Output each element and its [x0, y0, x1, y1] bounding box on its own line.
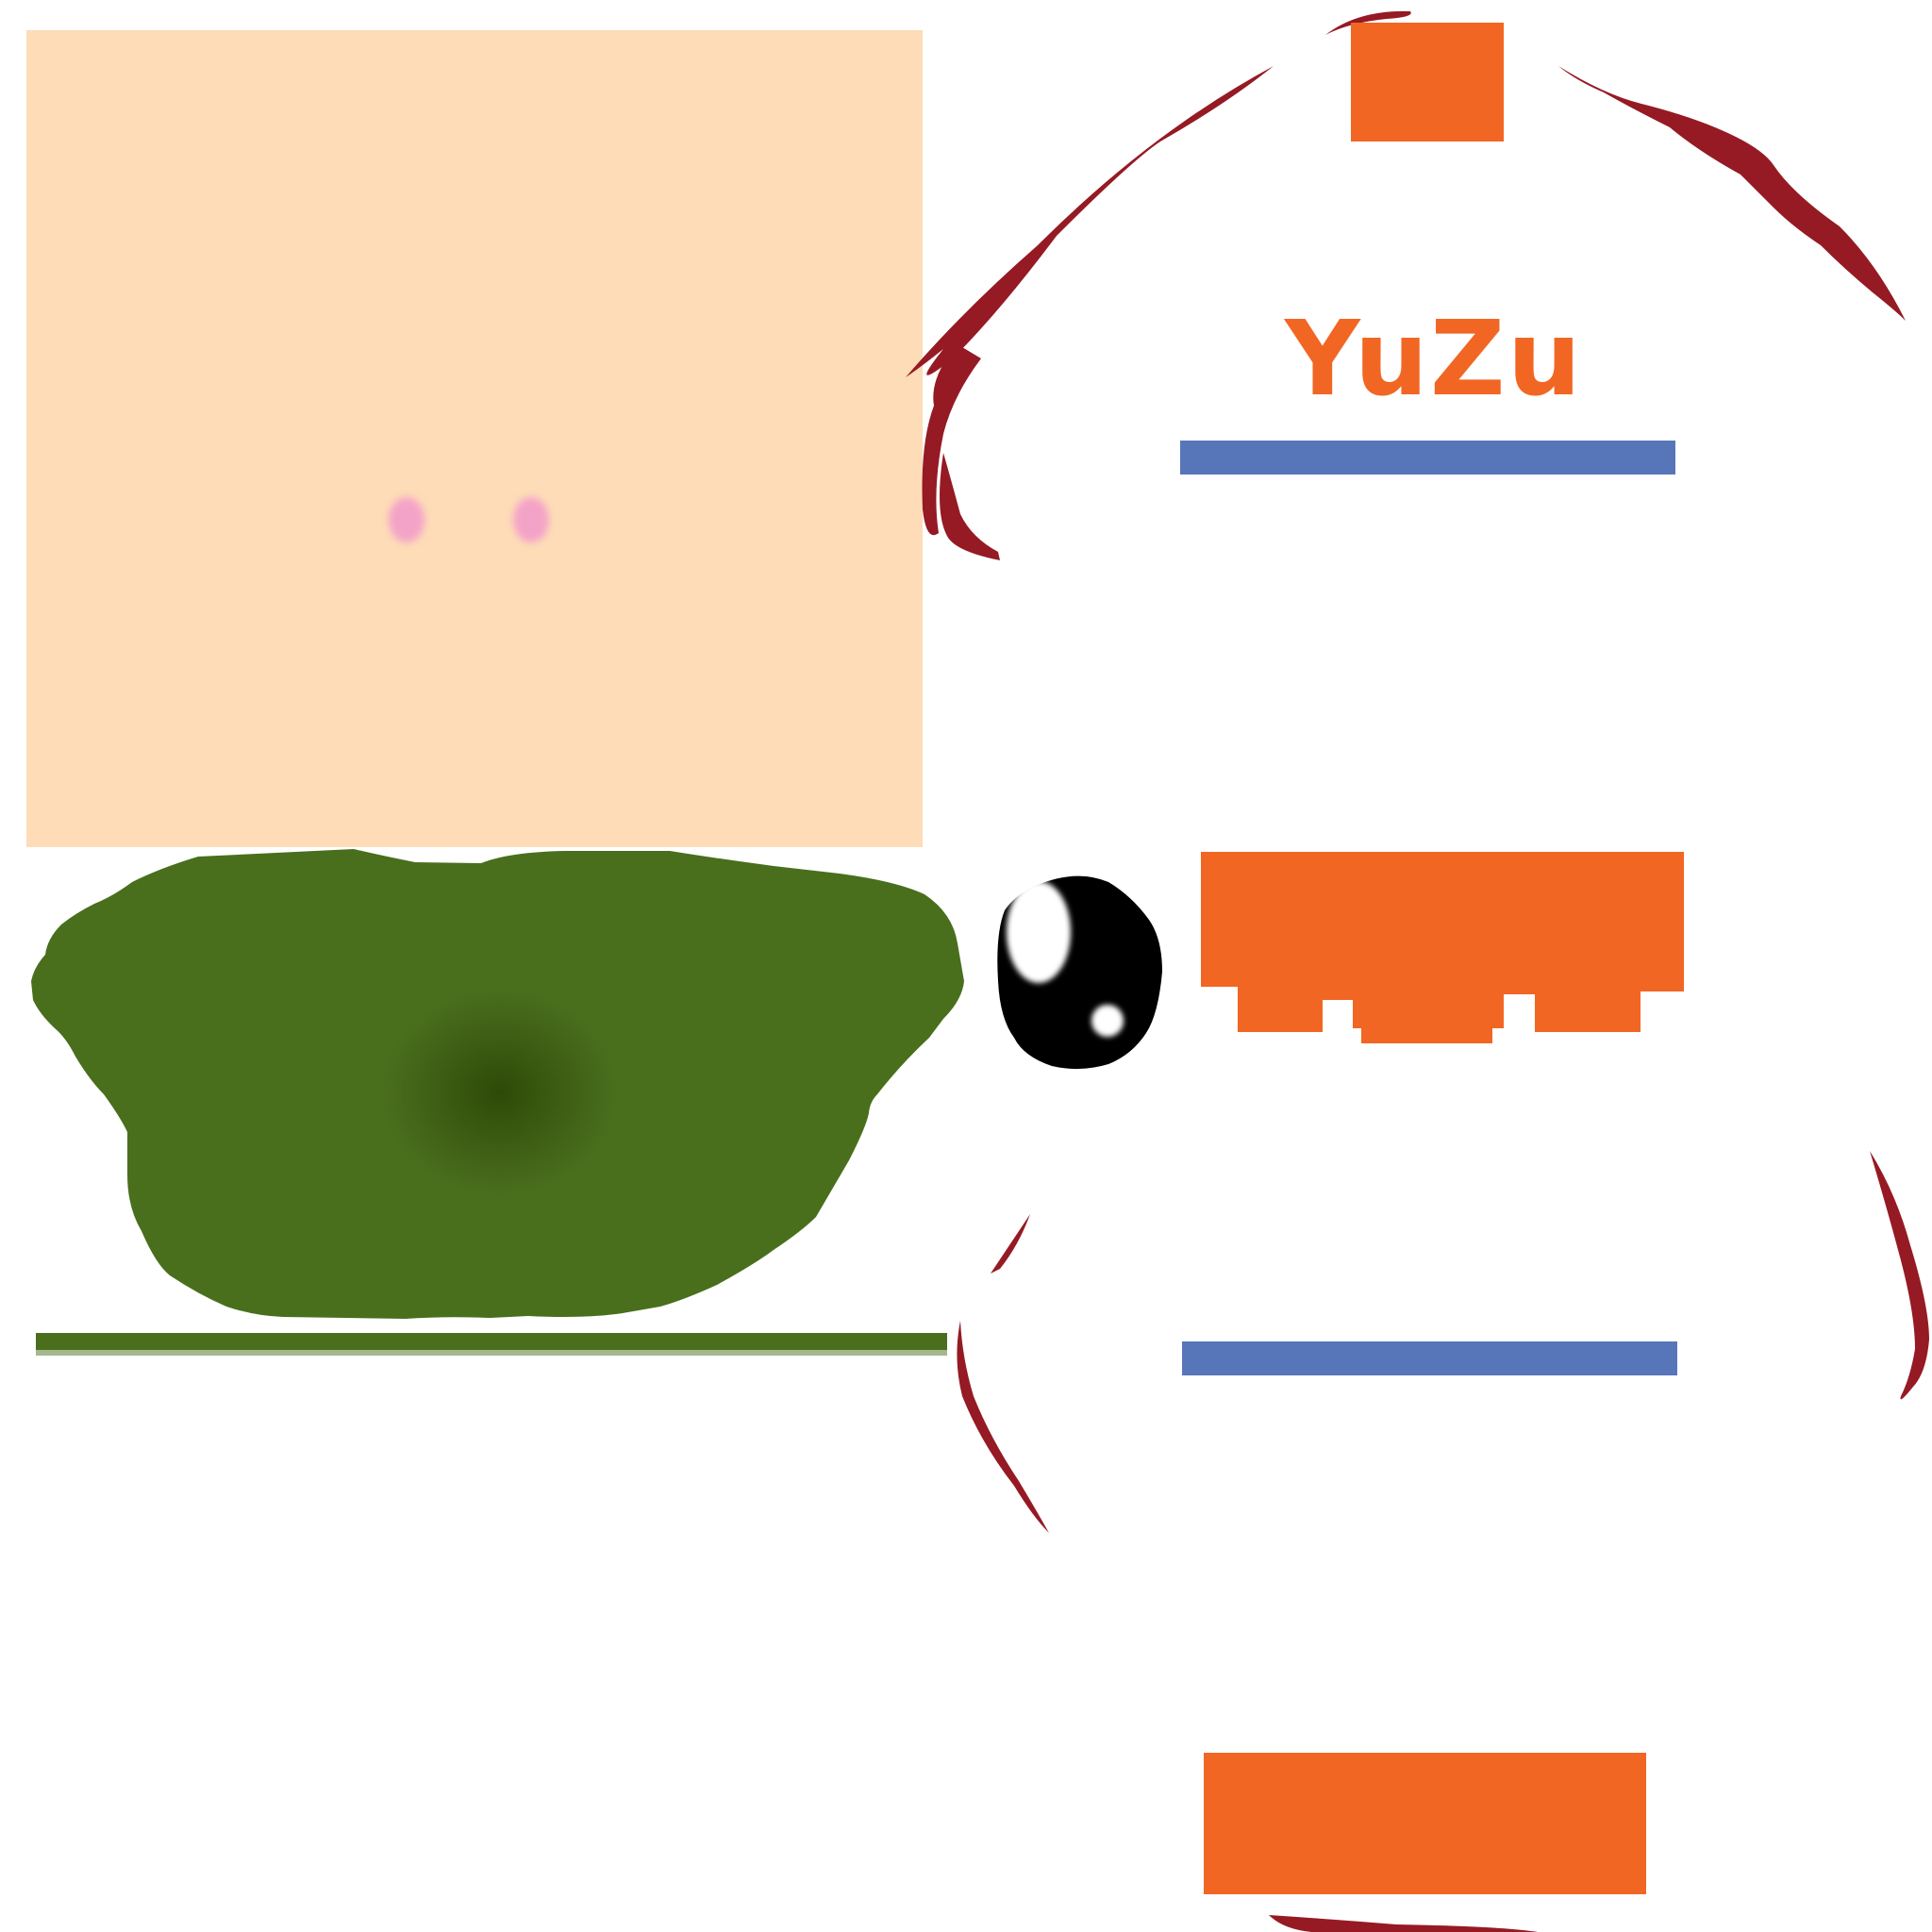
leaf-strip: [36, 1333, 947, 1356]
outline-top-left-2: [922, 344, 981, 536]
outline-top-left: [906, 66, 1274, 377]
outline-bottom-left-2: [957, 1321, 1049, 1533]
outline-bottom-left: [991, 1214, 1030, 1274]
orange-band-middle: [1201, 852, 1684, 1043]
blue-bar-top: [1180, 441, 1675, 475]
leaf-texture: [31, 849, 964, 1319]
eye-icon: [997, 875, 1162, 1070]
face-panel: [26, 30, 923, 847]
orange-parts: [1201, 23, 1684, 1894]
outline-bottom-right: [1870, 1151, 1929, 1400]
eye-highlight-small: [1091, 1005, 1124, 1037]
blue-bar-bottom: [1182, 1341, 1677, 1375]
leaf-shadow: [382, 989, 618, 1196]
blush-right-icon: [513, 497, 549, 542]
skin-panel: [26, 30, 923, 847]
outline-strokes: [906, 10, 1929, 1932]
outline-top-center: [1325, 10, 1411, 35]
eye-highlight-large: [1007, 881, 1071, 983]
orange-block-bottom: [1204, 1753, 1646, 1894]
orange-tab-top: [1351, 23, 1504, 142]
leaf-strip-fade: [36, 1350, 947, 1356]
leaf-strip-bar: [36, 1333, 947, 1350]
outline-bottom-center: [1269, 1915, 1538, 1932]
logo-text: YuZu: [1283, 298, 1583, 419]
outline-top-left-3: [940, 453, 1000, 560]
blush-left-icon: [389, 497, 425, 542]
outline-top-right: [1558, 66, 1906, 321]
blue-bars: [1180, 441, 1677, 1375]
